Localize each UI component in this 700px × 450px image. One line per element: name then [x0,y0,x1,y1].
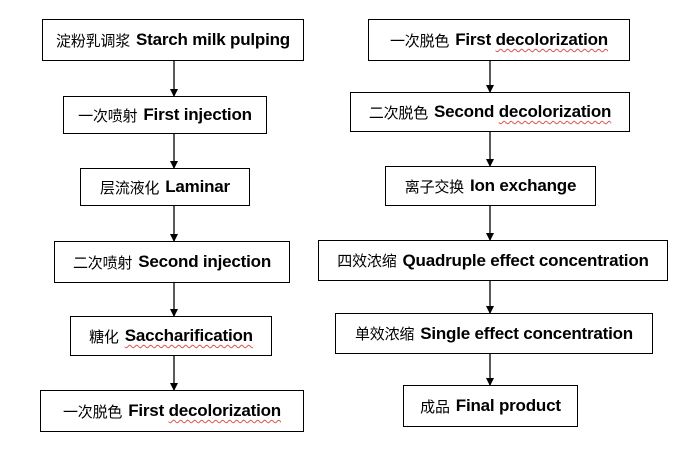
step-second-decolorization: 二次脱色 Second decolorization [350,92,630,132]
word-second: Second [434,102,499,121]
step-label-zh: 层流液化 [100,178,160,197]
step-label-zh: 二次脱色 [368,103,429,122]
step-label-zh: 二次喷射 [72,253,133,272]
step-label-en: Starch milk pulping [136,30,290,49]
step-label-zh: 一次喷射 [78,106,138,125]
step-label-en: Ion exchange [469,176,577,195]
step-starch-milk-pulping: 淀粉乳调浆 Starch milk pulping [42,19,304,61]
step-label-en: Final product [455,396,561,415]
word-decolorization: decolorization [168,401,282,420]
word-decolorization: decolorization [498,102,612,121]
step-label-zh: 单效浓缩 [354,325,415,343]
step-label-zh: 离子交换 [404,177,464,196]
step-first-decolorization-right: 一次脱色 First decolorization [368,19,630,61]
step-label-zh: 糖化 [89,327,119,346]
step-ion-exchange: 离子交换 Ion exchange [385,166,596,206]
step-label-en: First decolorization [128,401,281,421]
step-label-en: Single effect concentration [420,323,633,343]
step-saccharification: 糖化 Saccharification [70,316,272,356]
step-first-injection: 一次喷射 First injection [63,96,267,134]
step-final-product: 成品 Final product [403,385,578,427]
step-quadruple-effect-concentration: 四效浓缩 Quadruple effect concentration [318,240,668,281]
step-label-zh: 淀粉乳调浆 [56,31,131,50]
step-laminar: 层流液化 Laminar [80,168,250,206]
step-single-effect-concentration: 单效浓缩 Single effect concentration [335,313,653,354]
step-label-en: Laminar [165,177,230,196]
step-second-injection: 二次喷射 Second injection [54,241,290,283]
step-label-zh: 一次脱色 [389,31,450,50]
step-label-en: Quadruple effect concentration [402,250,649,270]
step-label-zh: 四效浓缩 [337,252,397,270]
step-label-en: Saccharification [124,326,253,345]
step-label-en: Second injection [138,252,272,271]
word-decolorization: decolorization [495,30,609,49]
step-label-en: First decolorization [455,30,608,50]
step-first-decolorization-left: 一次脱色 First decolorization [40,390,304,432]
step-label-zh: 一次脱色 [62,402,123,421]
word-first: First [128,401,169,420]
word-first: First [455,30,496,49]
step-label-zh: 成品 [420,397,450,416]
step-label-en: First injection [143,105,252,124]
step-label-en: Second decolorization [434,102,611,122]
